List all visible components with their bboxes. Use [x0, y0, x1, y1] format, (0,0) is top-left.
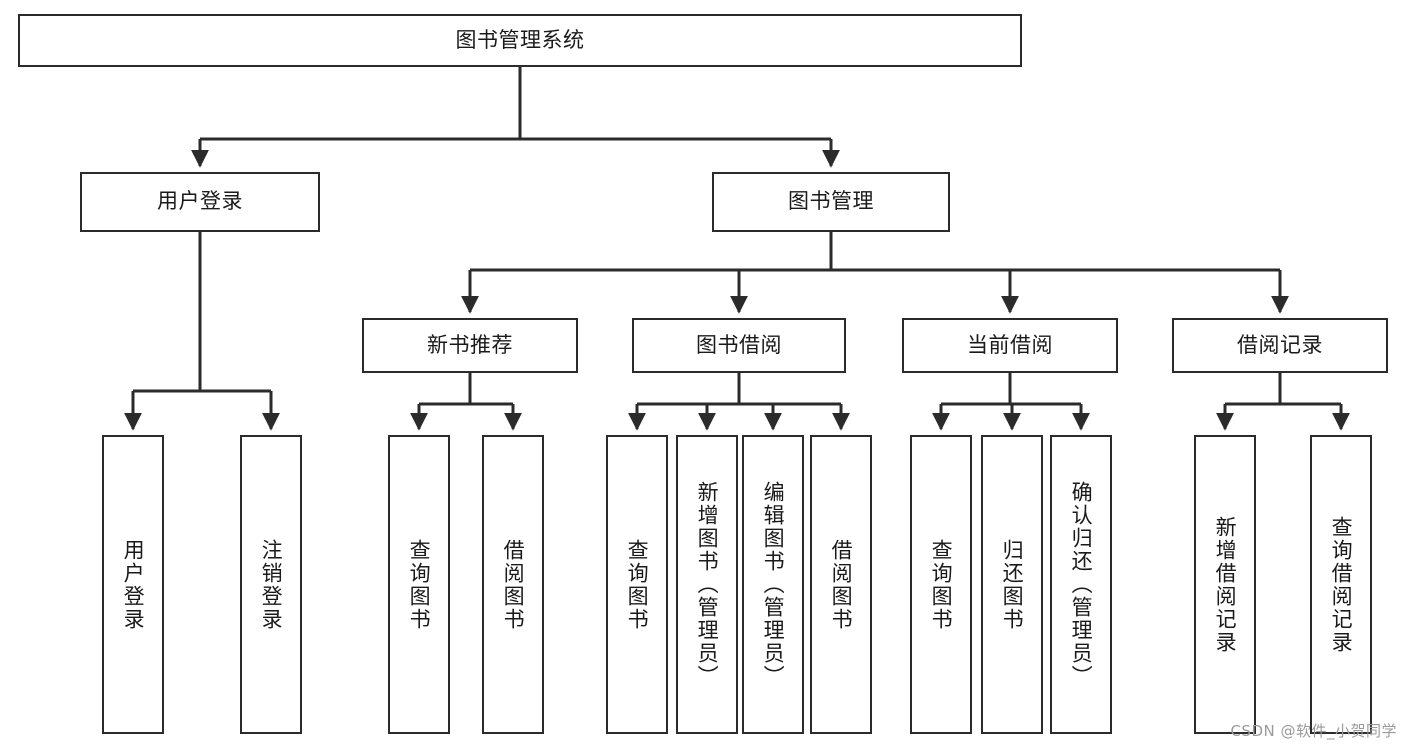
- node-leaf-add-borrow-record[interactable]: 新增借阅记录: [1194, 435, 1256, 734]
- node-root[interactable]: 图书管理系统: [18, 14, 1022, 67]
- node-book-manage[interactable]: 图书管理: [712, 172, 950, 232]
- node-leaf-user-login-label: 用户登录: [121, 538, 146, 631]
- node-leaf-confirm-return[interactable]: 确认归还（管理员）: [1050, 435, 1112, 734]
- node-leaf-query-book-current[interactable]: 查询图书: [910, 435, 972, 734]
- node-leaf-logout[interactable]: 注销登录: [240, 435, 302, 734]
- node-leaf-add-book[interactable]: 新增图书（管理员）: [676, 435, 738, 734]
- node-new-book-recommend-label: 新书推荐: [427, 332, 513, 357]
- node-borrow-record[interactable]: 借阅记录: [1172, 318, 1388, 373]
- node-leaf-query-borrow-record[interactable]: 查询借阅记录: [1310, 435, 1372, 734]
- node-leaf-add-borrow-record-label: 新增借阅记录: [1213, 515, 1238, 654]
- node-leaf-confirm-return-label: 确认归还（管理员）: [1069, 481, 1094, 688]
- node-leaf-borrow-book-recommend[interactable]: 借阅图书: [482, 435, 544, 734]
- node-root-label: 图书管理系统: [455, 27, 585, 52]
- node-current-borrow-label: 当前借阅: [967, 332, 1053, 357]
- node-leaf-query-book-borrow-label: 查询图书: [625, 538, 650, 631]
- node-leaf-query-borrow-record-label: 查询借阅记录: [1329, 515, 1354, 654]
- node-borrow-record-label: 借阅记录: [1237, 332, 1323, 357]
- node-leaf-query-book-recommend-label: 查询图书: [407, 538, 432, 631]
- node-leaf-borrow-book-recommend-label: 借阅图书: [501, 538, 526, 631]
- node-user-login[interactable]: 用户登录: [80, 172, 320, 232]
- node-leaf-borrow-book-label: 借阅图书: [829, 538, 854, 631]
- node-leaf-logout-label: 注销登录: [259, 538, 284, 631]
- node-leaf-query-book-current-label: 查询图书: [929, 538, 954, 631]
- node-book-manage-label: 图书管理: [788, 189, 874, 214]
- node-book-borrow-label: 图书借阅: [696, 332, 782, 357]
- node-book-borrow[interactable]: 图书借阅: [632, 318, 846, 373]
- node-new-book-recommend[interactable]: 新书推荐: [362, 318, 578, 373]
- node-current-borrow[interactable]: 当前借阅: [902, 318, 1118, 373]
- node-user-login-label: 用户登录: [157, 189, 243, 214]
- node-leaf-return-book[interactable]: 归还图书: [981, 435, 1043, 734]
- node-leaf-borrow-book[interactable]: 借阅图书: [810, 435, 872, 734]
- node-leaf-return-book-label: 归还图书: [1000, 538, 1025, 631]
- node-leaf-edit-book-label: 编辑图书（管理员）: [761, 481, 786, 688]
- node-leaf-user-login[interactable]: 用户登录: [102, 435, 164, 734]
- node-leaf-edit-book[interactable]: 编辑图书（管理员）: [742, 435, 804, 734]
- node-leaf-query-book-borrow[interactable]: 查询图书: [606, 435, 668, 734]
- node-leaf-add-book-label: 新增图书（管理员）: [695, 481, 720, 688]
- node-leaf-query-book-recommend[interactable]: 查询图书: [388, 435, 450, 734]
